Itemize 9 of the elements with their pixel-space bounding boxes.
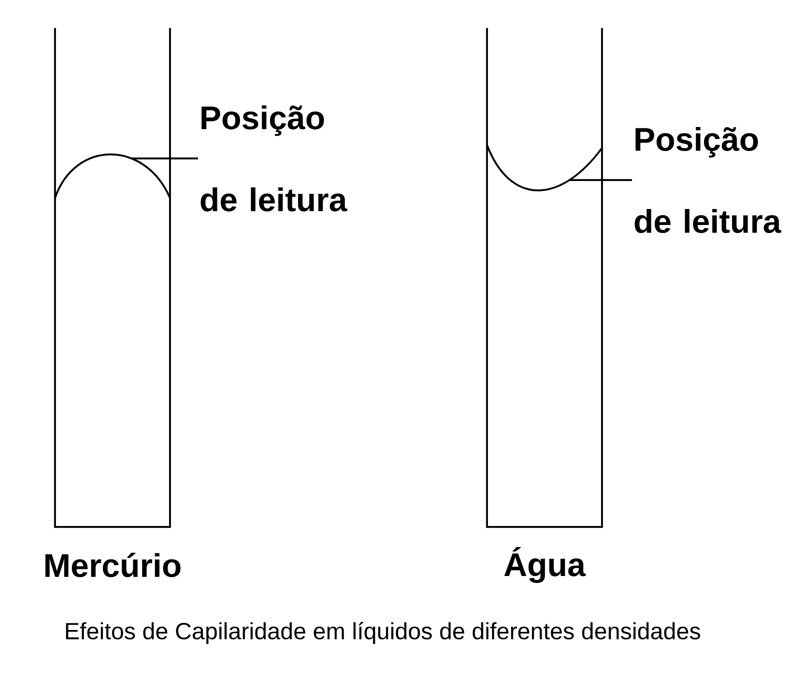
leader-line [132,157,198,160]
reading-label: Posição de leitura [200,105,348,212]
tube-label: Água [504,546,586,583]
caption: Efeitos de Capilaridade em líquidos de diferentes densidades [66,622,700,644]
leader-line [570,179,632,181]
meniscus-curve [486,144,603,192]
reading-label: Posição de leitura [634,126,782,234]
meniscus-curve [54,154,171,198]
tube-label: Mercúrio [45,552,180,578]
